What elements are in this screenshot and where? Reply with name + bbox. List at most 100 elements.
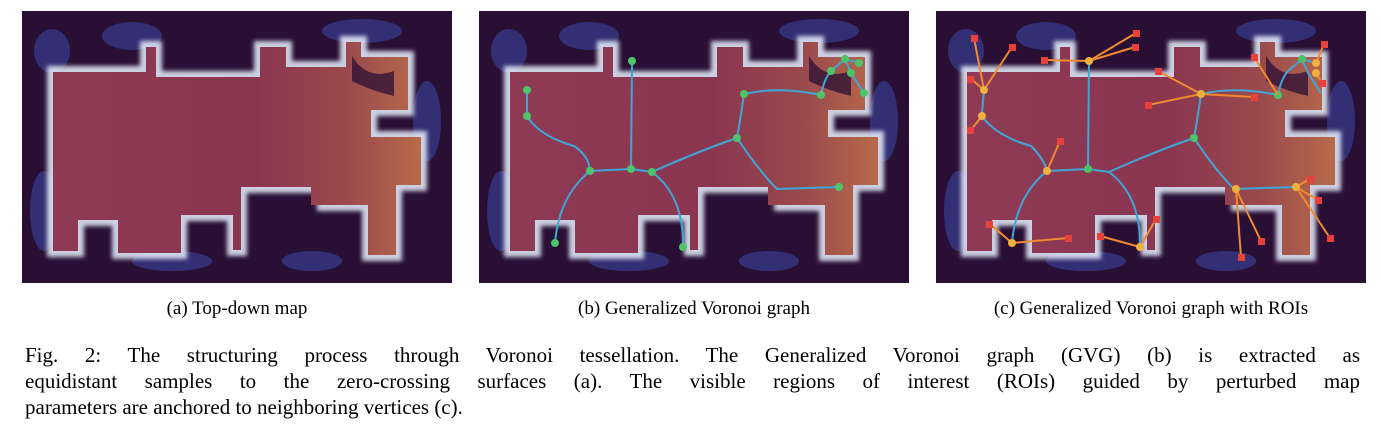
gvg-edge: [630, 60, 633, 170]
roi-edge: [1088, 46, 1136, 62]
caption-line: equidistant samples to the zero-crossing…: [25, 369, 1360, 393]
roi-edge: [1235, 188, 1242, 258]
roi-edge: [1046, 140, 1061, 172]
roi-marker: [1041, 57, 1048, 64]
roi-marker: [1315, 197, 1322, 204]
roi-vertex: [1008, 239, 1016, 247]
gvg-edge: [736, 137, 840, 191]
gvg-edge: [743, 89, 822, 96]
gvg-vertex: [648, 168, 656, 176]
gvg-edge: [526, 90, 591, 172]
roi-edge: [973, 37, 985, 91]
gvg-edge: [1108, 171, 1142, 248]
roi-marker: [1321, 41, 1328, 48]
roi-vertex: [1085, 57, 1093, 65]
gvg-vertex: [827, 67, 835, 75]
roi-edge: [989, 223, 1013, 244]
gvg-vertex: [523, 112, 531, 120]
roi-edge: [1295, 186, 1331, 239]
roi-marker: [1132, 44, 1139, 51]
roi-marker: [1133, 30, 1140, 37]
roi-vertices: [978, 57, 1320, 251]
roi-vertex: [1043, 167, 1051, 175]
gvg-vertex: [586, 167, 594, 175]
gvg-vertex: [1190, 134, 1198, 142]
roi-marker: [1155, 68, 1162, 75]
roi-marker: [1057, 138, 1064, 145]
roi-marker: [1097, 233, 1104, 240]
caption-line: parameters are anchored to neighboring v…: [25, 395, 463, 419]
gvg-vertex: [551, 239, 559, 247]
roi-marker: [1319, 80, 1326, 87]
gvg-edge: [1011, 170, 1048, 244]
top-down-map-image: [22, 11, 452, 283]
gvg-vertex: [628, 57, 636, 65]
gvg-vertex: [835, 183, 843, 191]
gvg-edge: [651, 171, 685, 248]
roi-marker: [986, 221, 993, 228]
gvg-vertex: [855, 59, 863, 67]
roi-marker: [1153, 216, 1160, 223]
roi-edge: [1088, 32, 1137, 62]
gvg-vertex: [817, 91, 825, 99]
gvg-rois-image: [936, 11, 1366, 283]
roi-vertex: [1292, 183, 1300, 191]
roi-vertex: [1232, 185, 1240, 193]
roi-edge: [1147, 93, 1202, 106]
gvg-edge: [1301, 58, 1322, 94]
panel-b-gvg: [479, 11, 909, 283]
gvg-vertex: [841, 55, 849, 63]
gvg-edge: [980, 89, 1048, 172]
subcaption-c: (c) Generalized Voronoi graph with ROIs: [993, 298, 1309, 319]
gvg-vertex: [740, 90, 748, 98]
roi-marker: [1145, 102, 1152, 109]
gvg-vertex: [523, 86, 531, 94]
roi-marker: [971, 35, 978, 42]
roi-marker: [1251, 54, 1258, 61]
panel-c-gvg-with-rois: [936, 11, 1366, 283]
roi-marker: [1009, 44, 1016, 51]
roi-vertex: [980, 86, 988, 94]
gvg-edge: [1108, 137, 1195, 173]
gvg-edge: [1200, 89, 1279, 96]
roi-vertex: [1312, 59, 1320, 67]
roi-vertex: [1312, 69, 1320, 77]
gvg-vertex: [733, 134, 741, 142]
gvg-edge: [651, 137, 738, 173]
gvg-vertex: [627, 165, 635, 173]
roi-edge: [1099, 235, 1141, 248]
roi-edge: [1139, 218, 1157, 248]
roi-marker: [1065, 235, 1072, 242]
roi-markers: [967, 30, 1334, 261]
roi-edge: [983, 46, 1013, 91]
gvg-vertex: [847, 69, 855, 77]
roi-marker: [1327, 235, 1334, 242]
roi-vertex: [1197, 90, 1205, 98]
roi-marker: [1258, 238, 1265, 245]
caption-line: Fig. 2: The structuring process through …: [25, 343, 1360, 367]
roi-edge: [1011, 237, 1069, 244]
roi-marker: [967, 76, 974, 83]
figure-caption: Fig. 2: The structuring process through …: [25, 342, 1360, 420]
roi-marker: [1307, 176, 1314, 183]
panel-a-top-down-map: [22, 11, 452, 283]
subcaption-b: (b) Generalized Voronoi graph: [578, 298, 810, 319]
roi-edge: [1295, 186, 1319, 201]
gvg-edges: [980, 57, 1322, 248]
gvg-vertices: [523, 55, 868, 251]
gvg-edge: [1087, 60, 1090, 170]
roi-edge: [1253, 56, 1279, 96]
gvg-vertex: [679, 243, 687, 251]
roi-edge: [1235, 188, 1262, 242]
roi-edge: [1200, 93, 1255, 98]
gvg-edge: [554, 170, 591, 244]
roi-marker: [967, 127, 974, 134]
gvg-vertex: [1084, 165, 1092, 173]
gvg-image: [479, 11, 909, 283]
subcaption-a: (a) Top-down map: [166, 298, 308, 319]
gvg-vertex: [860, 89, 868, 97]
roi-marker: [1251, 94, 1258, 101]
roi-edge: [1043, 59, 1090, 62]
roi-vertex: [1136, 243, 1144, 251]
roi-edge: [1157, 70, 1202, 95]
